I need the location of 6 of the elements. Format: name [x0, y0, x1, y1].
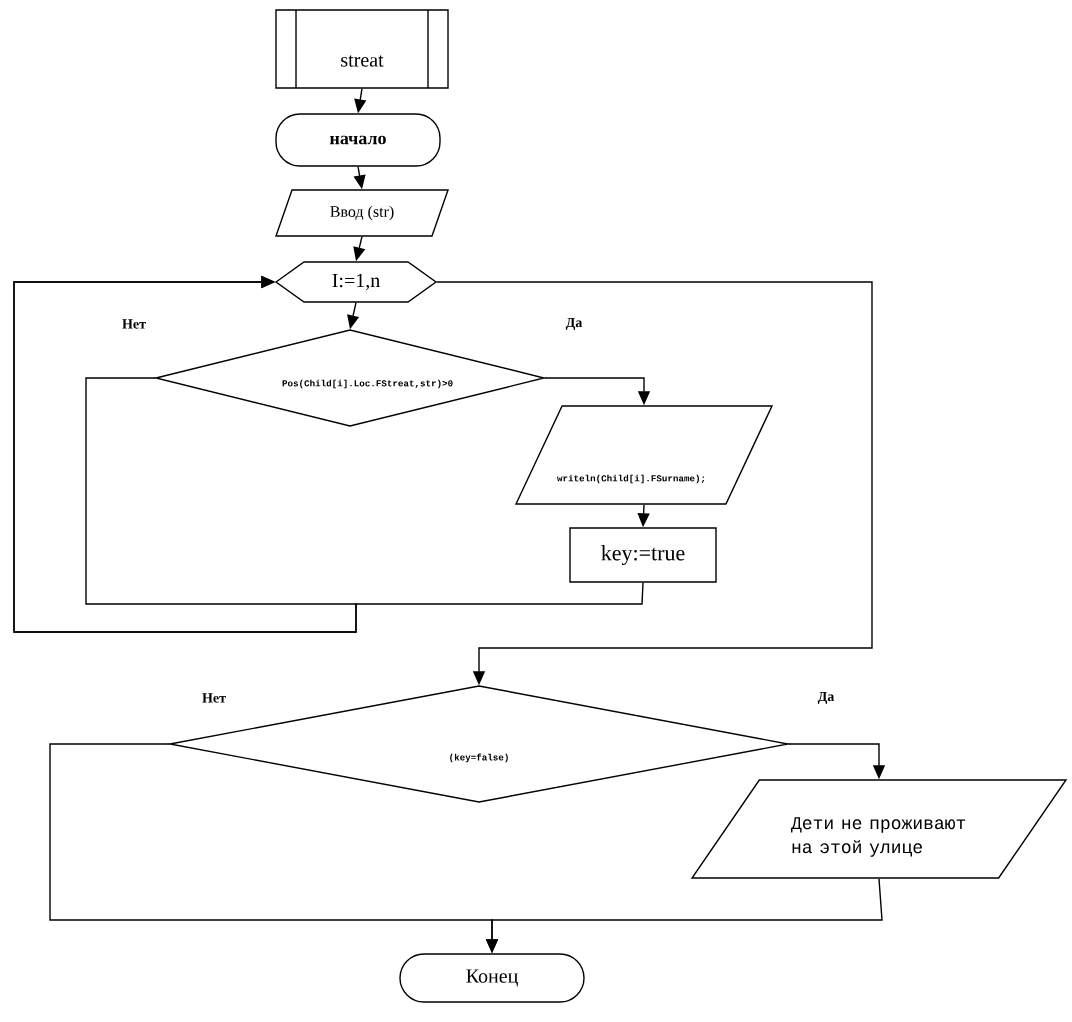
terminal-box: Конец [399, 953, 585, 1003]
subprogram-box: streat [275, 9, 449, 89]
io-parallelogram: Ввод (str) [275, 189, 449, 237]
arrow [13, 275, 644, 633]
terminal-box: начало [275, 113, 441, 167]
process-box: key:=true [569, 527, 717, 583]
